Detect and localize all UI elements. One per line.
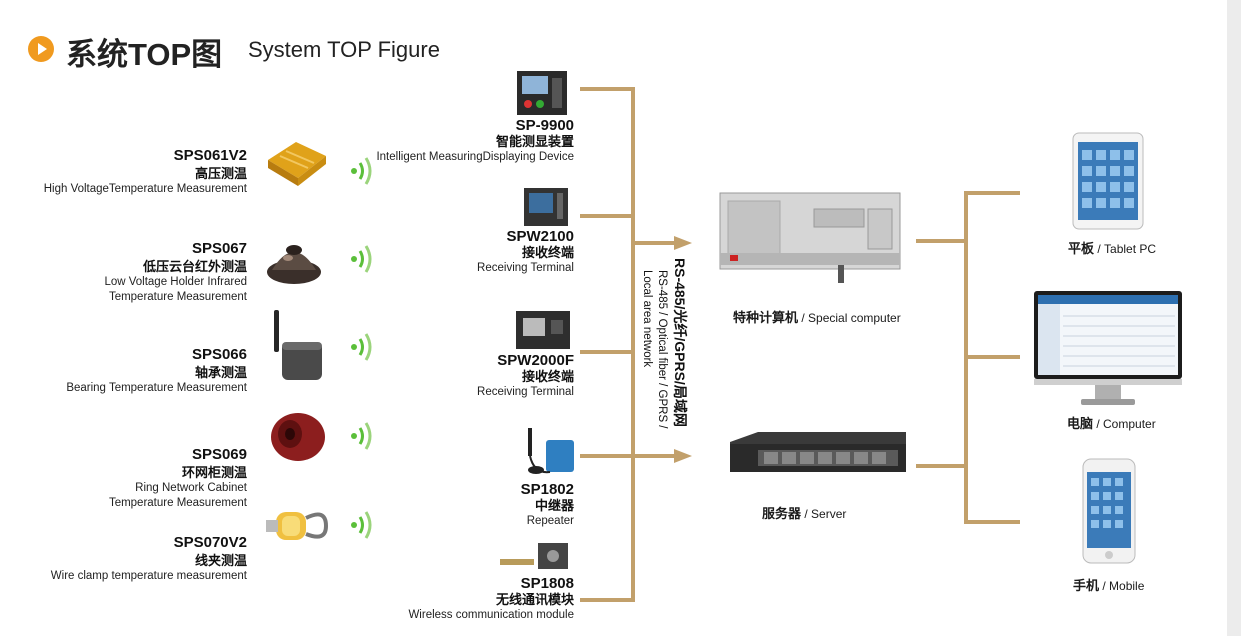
- sensor-sps061v2: SPS061V2 高压测温 High VoltageTemperature Me…: [44, 147, 247, 197]
- page-right-edge: [1227, 0, 1241, 636]
- device-sp1808: SP1808 无线通讯模块 Wireless communication mod…: [408, 575, 574, 623]
- device-spw2000f: SPW2000F 接收终端 Receiving Terminal: [477, 352, 574, 400]
- sensor-name-cn: 低压云台红外测温: [142, 259, 247, 274]
- special-computer-label: 特种计算机 / Special computer: [733, 307, 901, 326]
- device-name-cn: 智能测显装置: [495, 134, 574, 149]
- server-label: 服务器 / Server: [762, 503, 846, 522]
- mobile-label-cn: 手机: [1073, 578, 1100, 593]
- server-image: [730, 432, 906, 472]
- sensor-name-cn: 环网柜测温: [181, 465, 247, 480]
- wireless-signal-icon: [351, 157, 372, 185]
- spw2000f-device-image: [516, 311, 570, 349]
- device-spw2100: SPW2100 接收终端 Receiving Terminal: [477, 228, 574, 276]
- sensor-name-en: High VoltageTemperature Measurement: [43, 183, 247, 195]
- mobile-label: 手机 / Mobile: [1073, 575, 1144, 594]
- tablet-label-en: / Tablet PC: [1094, 242, 1157, 256]
- device-model: SPW2100: [506, 228, 574, 245]
- sensor-name-cn: 高压测温: [194, 166, 247, 181]
- computer-label-cn: 电脑: [1067, 416, 1094, 431]
- device-name-en: Receiving Terminal: [477, 262, 574, 274]
- sensor-model: SPS066: [191, 346, 247, 363]
- sp9900-device-image: [517, 71, 567, 115]
- sensor-name-en: Ring Network Cabinet: [135, 482, 247, 494]
- device-model: SPW2000F: [497, 352, 574, 369]
- sensor-name-en: Temperature Measurement: [108, 497, 247, 509]
- device-model: SP1802: [520, 481, 574, 498]
- sensor-model: SPS070V2: [173, 534, 247, 551]
- wireless-signal-icon: [351, 245, 372, 273]
- special-computer-image: [719, 192, 901, 283]
- sensor-name-en: Temperature Measurement: [108, 291, 247, 303]
- sensor-model: SPS061V2: [173, 147, 247, 164]
- sp1802-repeater-image: [528, 428, 574, 474]
- device-sp1802: SP1802 中继器 Repeater: [521, 481, 574, 529]
- sensor-name-cn: 线夹测温: [194, 553, 247, 568]
- device-sp9900: SP-9900 智能测显装置 Intelligent MeasuringDisp…: [376, 117, 574, 165]
- device-name-cn: 接收终端: [521, 245, 574, 260]
- sp1808-module-image: [500, 543, 568, 569]
- wireless-signal-icon: [351, 422, 372, 450]
- wireless-signal-icon: [351, 511, 372, 539]
- sensor-sps070v2: SPS070V2 线夹测温 Wire clamp temperature mea…: [51, 534, 247, 584]
- wireless-signal-icon: [351, 333, 372, 361]
- device-name-en: Receiving Terminal: [477, 386, 574, 398]
- mobile-phone-image: [1082, 458, 1136, 564]
- sensor-model: SPS067: [191, 240, 247, 257]
- device-name-cn: 中继器: [534, 498, 574, 513]
- wire-clamp-sensor-image: [266, 512, 329, 540]
- arrow-head-icon: [674, 449, 692, 463]
- device-name-en: Intelligent MeasuringDisplaying Device: [376, 151, 574, 163]
- link-label-en-line1: RS-485 / Optical fiber / GPRS /: [656, 270, 668, 429]
- server-label-en: / Server: [801, 507, 847, 521]
- sensor-name-en: Low Voltage Holder Infrared: [104, 276, 247, 288]
- sensor-sps067: SPS067 低压云台红外测温 Low Voltage Holder Infra…: [104, 240, 247, 305]
- tablet-label: 平板 / Tablet PC: [1068, 238, 1156, 257]
- device-name-cn: 接收终端: [521, 369, 574, 384]
- device-model: SP1808: [520, 575, 574, 592]
- device-name-cn: 无线通讯模块: [495, 592, 574, 607]
- device-name-en: Wireless communication module: [408, 609, 574, 621]
- sensor-name-en: Wire clamp temperature measurement: [50, 570, 247, 582]
- sensor-sps069: SPS069 环网柜测温 Ring Network Cabinet Temper…: [109, 446, 247, 511]
- computer-monitor-image: [1034, 291, 1182, 405]
- high-voltage-sensor-image: [268, 142, 326, 186]
- sensor-sps066: SPS066 轴承测温 Bearing Temperature Measurem…: [66, 346, 247, 396]
- special-computer-label-en: / Special computer: [798, 311, 901, 325]
- tablet-image: [1072, 132, 1144, 230]
- link-label-cn: RS-485/光纤/GPRS/局域网: [672, 258, 688, 427]
- sensor-model: SPS069: [191, 446, 247, 463]
- sensor-name-cn: 轴承测温: [194, 365, 247, 380]
- device-name-en: Repeater: [526, 515, 574, 527]
- computer-label-en: / Computer: [1093, 417, 1156, 431]
- arrow-head-icon: [674, 236, 692, 250]
- special-computer-label-cn: 特种计算机: [733, 310, 799, 325]
- device-model: SP-9900: [515, 117, 574, 134]
- sensor-name-en: Bearing Temperature Measurement: [66, 382, 247, 394]
- tablet-label-cn: 平板: [1068, 241, 1095, 256]
- bearing-sensor-image: [274, 310, 322, 380]
- server-label-cn: 服务器: [762, 506, 802, 521]
- holder-infrared-sensor-image: [267, 245, 321, 284]
- computer-label: 电脑 / Computer: [1067, 413, 1156, 432]
- play-bullet-icon: [28, 36, 54, 62]
- link-label-en-line2: Local area network: [641, 270, 653, 368]
- spw2100-device-image: [524, 188, 568, 226]
- ring-cabinet-sensor-image: [271, 413, 325, 461]
- page-title-cn: 系统TOP图: [66, 37, 223, 72]
- link-label-en: RS-485 / Optical fiber / GPRS / Local ar…: [639, 270, 669, 429]
- mobile-label-en: / Mobile: [1099, 579, 1145, 593]
- page-title-en: System TOP Figure: [248, 37, 440, 62]
